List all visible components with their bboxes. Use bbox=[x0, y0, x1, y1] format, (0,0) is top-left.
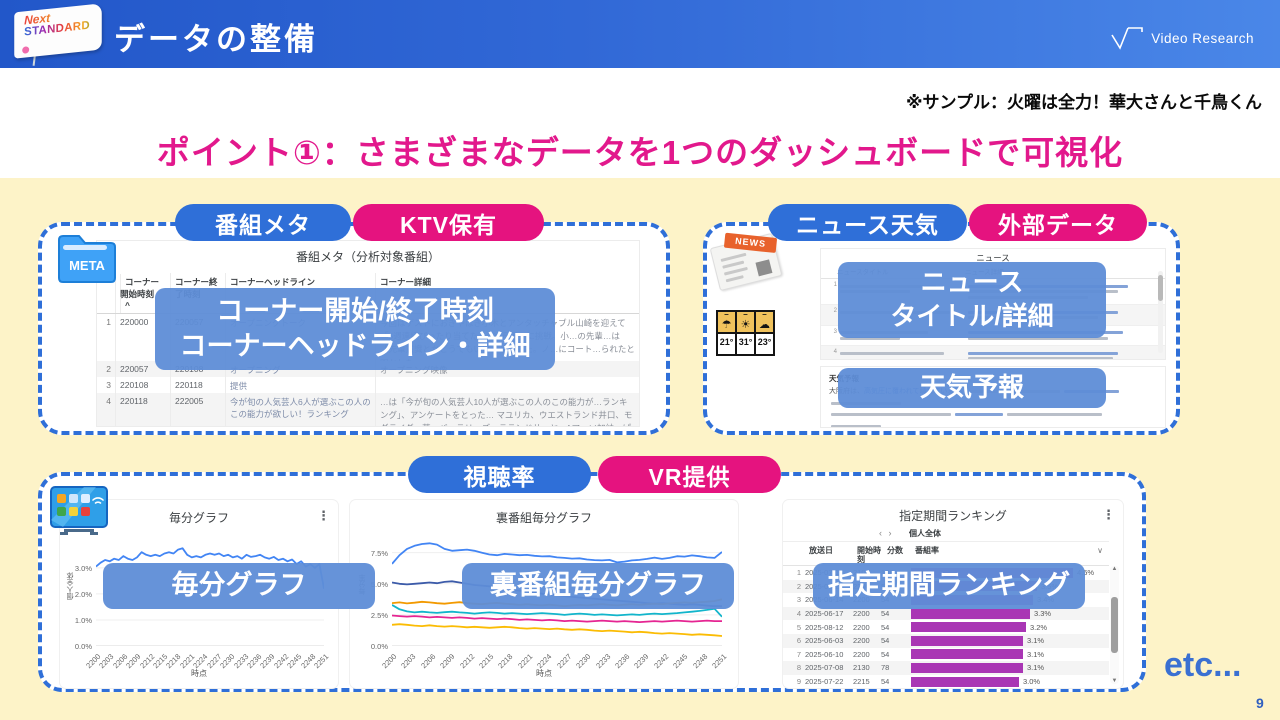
card-period-ranking: 指定期間ランキング ⋮ ‹ › 個人全体 放送日 開始時刻 分数 番組率 ∨ 1… bbox=[783, 500, 1123, 688]
y-tick-label: 7.5% bbox=[370, 548, 388, 558]
line-series bbox=[96, 547, 324, 589]
newspaper-fold bbox=[755, 259, 773, 277]
chart1-xlabel: 時点 bbox=[191, 669, 207, 678]
y-tick-label: 0.0% bbox=[370, 642, 388, 651]
overlay-weather-label: 天気予報 bbox=[838, 368, 1106, 408]
scroll-up-icon[interactable]: ▲ bbox=[1111, 566, 1118, 572]
ranking-bar bbox=[911, 662, 1023, 673]
col-minutes: 分数 bbox=[887, 546, 903, 555]
scroll-down-icon[interactable]: ▼ bbox=[1111, 678, 1118, 684]
chevron-down-icon[interactable]: ∨ bbox=[1097, 546, 1103, 555]
overlay-corner-line1: コーナー開始/終了時刻 bbox=[216, 295, 494, 326]
ranking-bar bbox=[911, 622, 1026, 633]
meta-folder-icon: META bbox=[55, 232, 119, 291]
kebab-menu-icon[interactable]: ⋮ bbox=[317, 508, 330, 523]
ranking-bar bbox=[911, 608, 1030, 619]
y-tick-label: 3.0% bbox=[74, 563, 92, 573]
scroll-thumb[interactable] bbox=[1111, 597, 1118, 653]
overlay-news-label: ニュース タイトル/詳細 bbox=[838, 262, 1106, 338]
overlay-corner-label: コーナー開始/終了時刻 コーナーヘッドライン・詳細 bbox=[155, 288, 555, 370]
weather-forecast-icon: –☂21°–☀31°–☁23° bbox=[716, 310, 775, 356]
chart2-xlabel: 時点 bbox=[536, 669, 552, 678]
pill-shichoritsu: 視聴率 bbox=[408, 456, 591, 493]
meta-col-start[interactable]: コーナー開始時刻 ^ bbox=[115, 273, 170, 313]
meta-screenshot-title: 番組メタ（分析対象番組） bbox=[295, 250, 440, 264]
col-program-rate: 番組率 bbox=[915, 546, 939, 555]
news-screenshot-title: ニュース bbox=[976, 253, 1010, 263]
pager-arrows-icon[interactable]: ‹ › bbox=[879, 528, 894, 538]
news-row: 4 bbox=[821, 346, 1165, 359]
chart2-title: 裏番組毎分グラフ bbox=[495, 511, 592, 525]
chart3-title: 指定期間ランキング bbox=[899, 509, 1007, 523]
flag-splash bbox=[22, 46, 30, 54]
line-series bbox=[392, 623, 722, 637]
overlay-news-line2: タイトル/詳細 bbox=[890, 301, 1054, 331]
overlay-rival-minute-graph: 裏番組毎分グラフ bbox=[462, 563, 734, 609]
pill-bangumi-meta: 番組メタ bbox=[175, 204, 351, 241]
ranking-bar bbox=[911, 649, 1023, 660]
pill-gaibu-data: 外部データ bbox=[969, 204, 1147, 241]
overlay-news-line1: ニュース bbox=[920, 267, 1024, 298]
y-tick-label: 0.0% bbox=[74, 642, 92, 651]
etc-label: etc... bbox=[1164, 646, 1242, 684]
news-scrollbar[interactable] bbox=[1158, 271, 1163, 353]
kebab-menu-icon[interactable]: ⋮ bbox=[1102, 507, 1115, 522]
weather-cell-rain-icon: –☂21° bbox=[716, 310, 737, 356]
svg-text:META: META bbox=[69, 258, 105, 273]
pill-news-tenki: ニュース天気 bbox=[768, 204, 967, 241]
video-research-logo: Video Research bbox=[1110, 26, 1254, 50]
ranking-bar bbox=[911, 676, 1019, 687]
col-broadcast-date: 放送日 bbox=[809, 546, 833, 555]
point-heading: ポイント①：さまざまなデータを1つのダッシュボードで可視化 bbox=[156, 134, 1124, 171]
pill-ktv-hoyu: KTV保有 bbox=[353, 204, 544, 241]
overlay-period-ranking: 指定期間ランキング bbox=[813, 563, 1085, 609]
overlay-minute-graph: 毎分グラフ bbox=[103, 563, 375, 609]
line-series bbox=[392, 542, 722, 565]
line-series bbox=[392, 614, 722, 623]
y-tick-label: 2.0% bbox=[74, 589, 92, 599]
weather-cell-cloud-icon: –☁23° bbox=[754, 310, 775, 356]
news-ribbon-label: NEWS bbox=[723, 232, 778, 254]
overlay-corner-line2: コーナーヘッドライン・詳細 bbox=[179, 331, 531, 361]
col-start-time: 開始時刻 bbox=[857, 546, 881, 565]
next-standard-flag-icon: Next STANDARD bbox=[14, 3, 102, 59]
header-bar: Next STANDARD データの整備 Video Research bbox=[0, 0, 1280, 68]
ranking-group-label: 個人全体 bbox=[909, 529, 941, 538]
page-number: 9 bbox=[1256, 695, 1264, 711]
weather-cell-sun-icon: –☀31° bbox=[735, 310, 756, 356]
video-research-mark-icon bbox=[1111, 27, 1143, 50]
ranking-scrollbar[interactable]: ▲ ▼ bbox=[1110, 566, 1119, 684]
smart-tv-icon bbox=[50, 486, 108, 541]
pill-vr-teikyo: VR提供 bbox=[598, 456, 781, 493]
y-tick-label: 5.0% bbox=[370, 579, 388, 589]
line-series bbox=[392, 604, 722, 618]
slide-title: データの整備 bbox=[114, 22, 318, 57]
ranking-bar bbox=[911, 635, 1023, 646]
chart1-title: 毎分グラフ bbox=[168, 511, 229, 525]
sample-note: ※サンプル：火曜は全力！華大さんと千鳥くん bbox=[905, 93, 1262, 112]
logo-text: Video Research bbox=[1151, 30, 1254, 46]
y-tick-label: 1.0% bbox=[74, 615, 92, 625]
ranking-subheader: ‹ › 個人全体 bbox=[783, 526, 1109, 542]
y-tick-label: 2.5% bbox=[370, 610, 388, 620]
